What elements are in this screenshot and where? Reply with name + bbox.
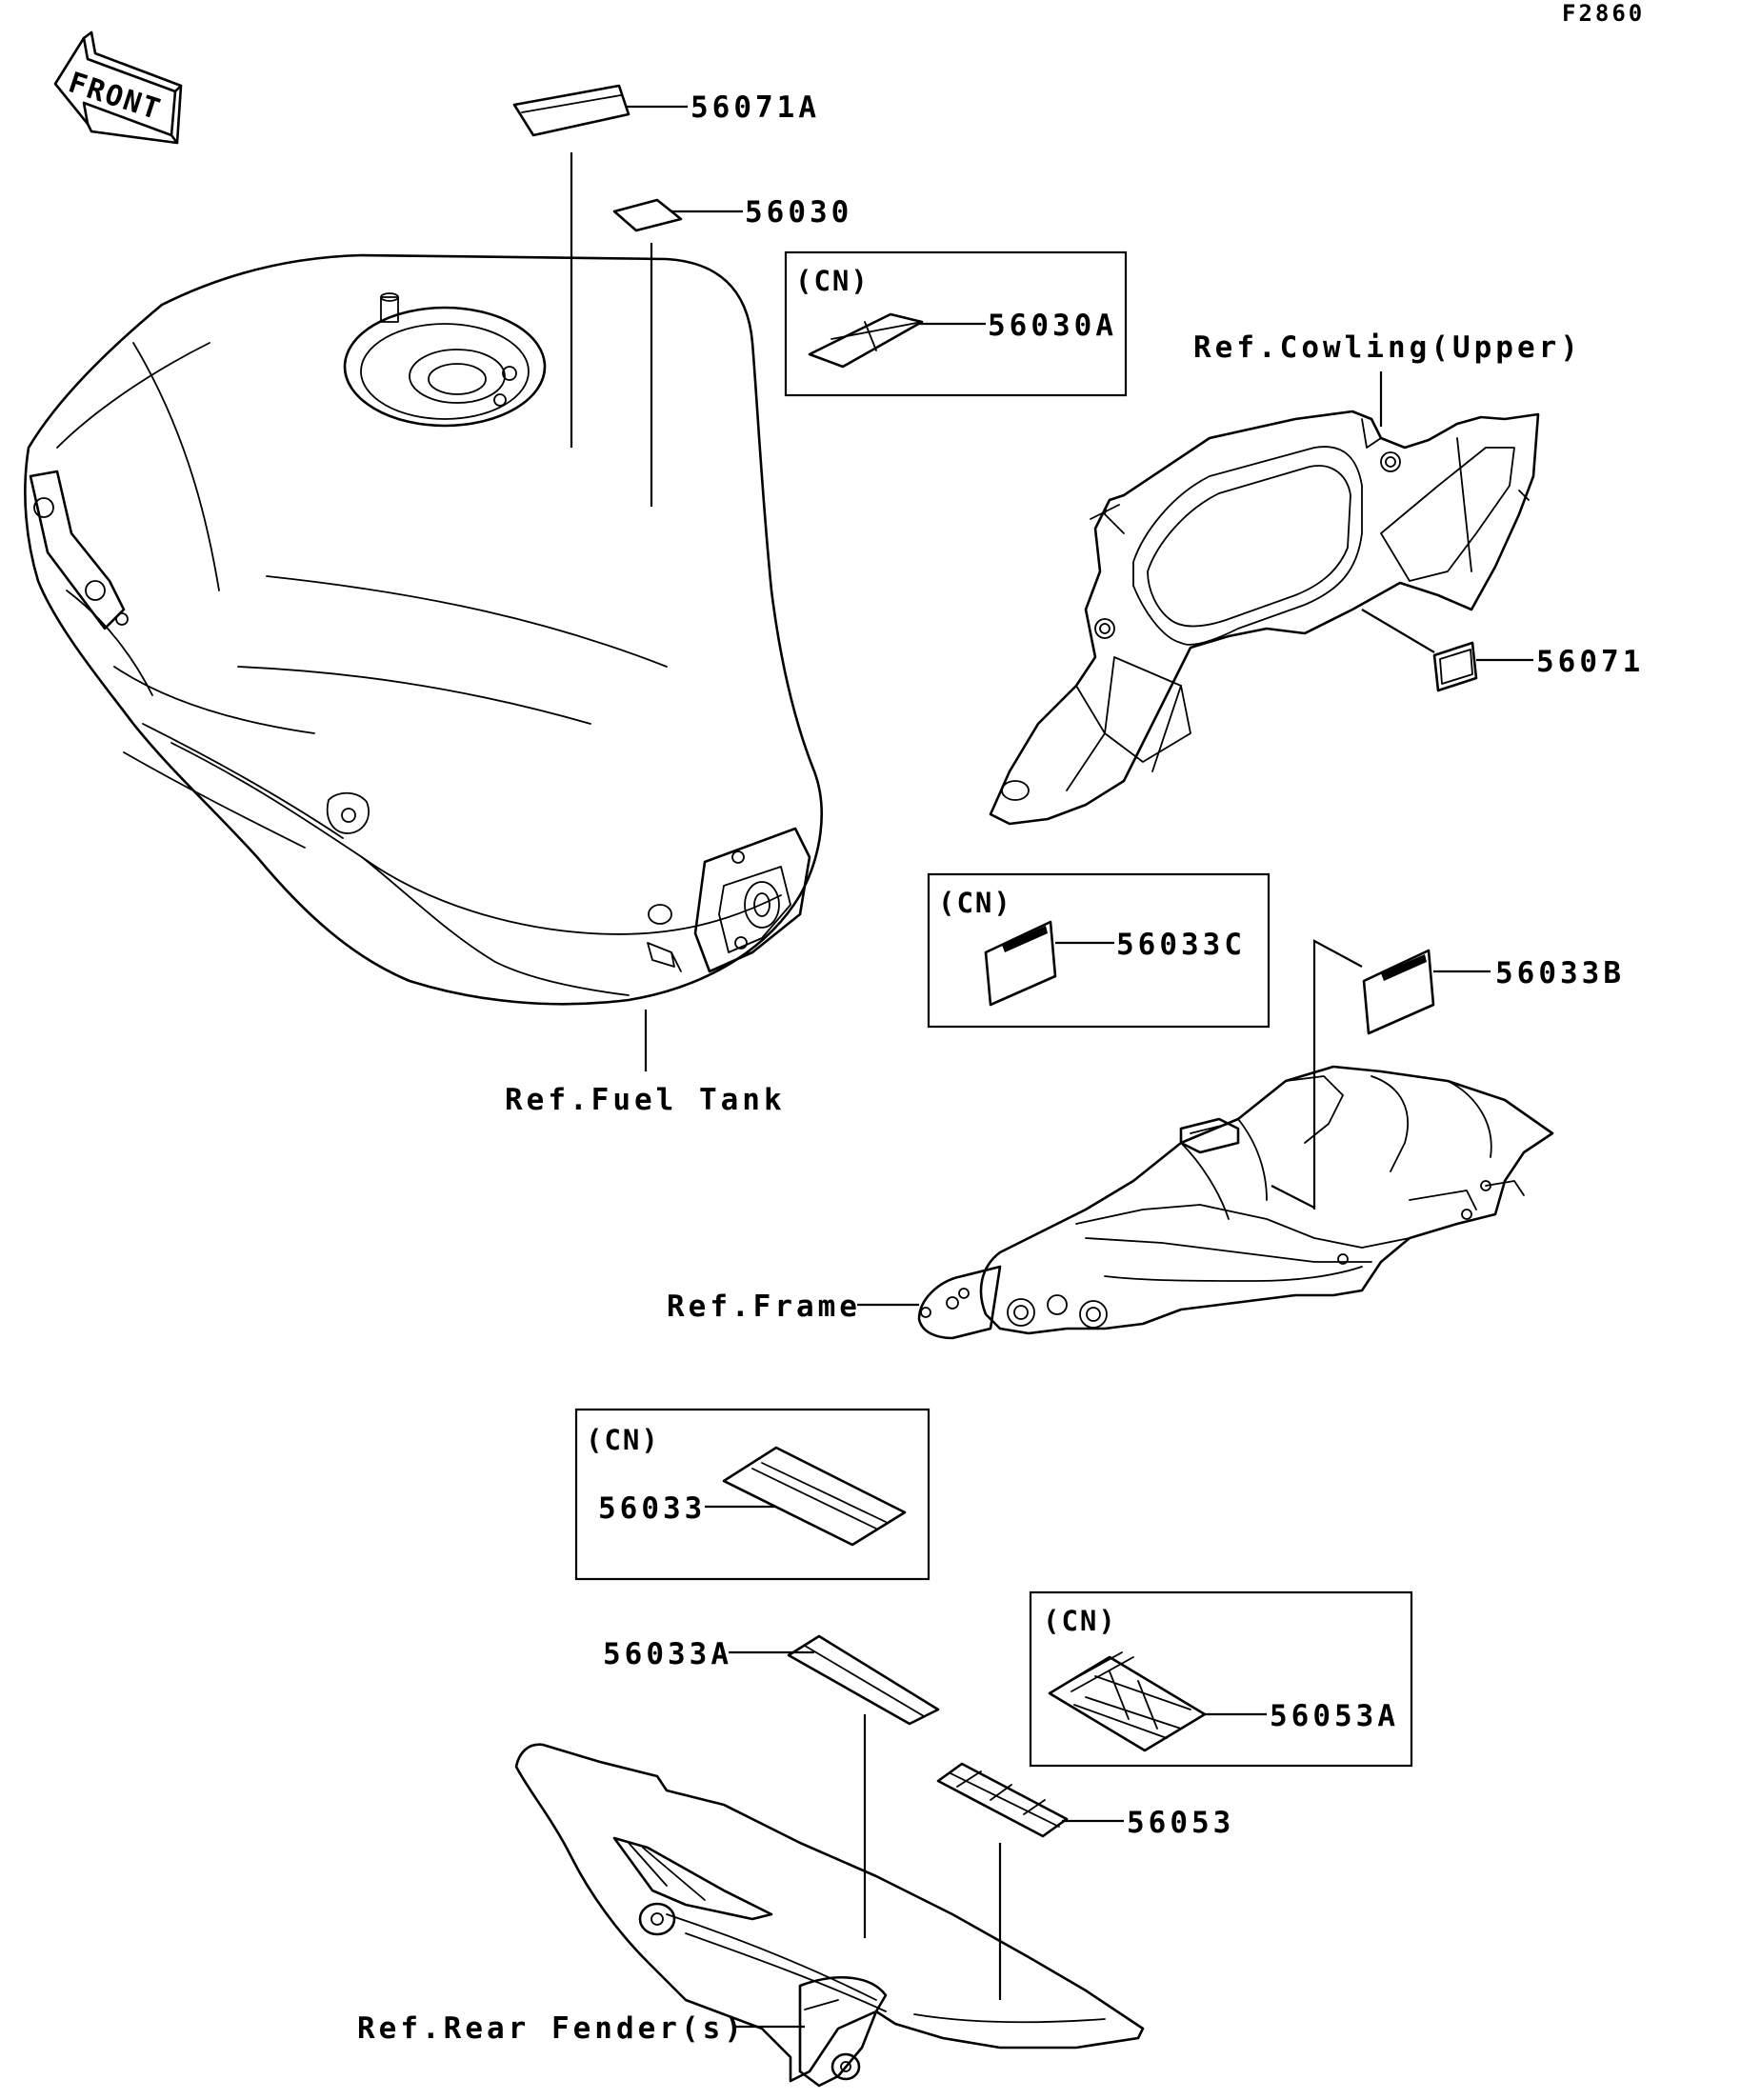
part-56053A-cn-box: (CN) 56053A bbox=[1029, 1590, 1413, 1768]
cn-tag: (CN) bbox=[1043, 1605, 1117, 1637]
ref-fuel-tank: Ref.Fuel Tank bbox=[505, 1083, 786, 1117]
cowling-upper-drawing bbox=[989, 410, 1540, 826]
part-number-56033: 56033 bbox=[598, 1491, 706, 1526]
ref-cowling-upper: Ref.Cowling(Upper) bbox=[1193, 330, 1582, 365]
frame-reference: Ref.Frame bbox=[667, 1290, 919, 1324]
part-number-56033B: 56033B bbox=[1495, 956, 1625, 990]
part-number-56053A: 56053A bbox=[1270, 1699, 1399, 1733]
rear-fender-reference: Ref.Rear Fender(s) bbox=[357, 2011, 805, 2046]
frame-drawing bbox=[917, 1065, 1554, 1340]
rear-fender-drawing bbox=[514, 1743, 1145, 2088]
cowling-reference: Ref.Cowling(Upper) bbox=[1193, 330, 1582, 427]
front-direction-arrow-icon: FRONT bbox=[53, 30, 183, 145]
part-number-56033A: 56033A bbox=[603, 1637, 732, 1671]
cn-tag: (CN) bbox=[795, 265, 870, 297]
part-56053: 56053 bbox=[936, 1762, 1234, 2000]
part-number-56030A: 56030A bbox=[988, 309, 1117, 343]
part-number-56030: 56030 bbox=[745, 195, 852, 230]
ref-rear-fender: Ref.Rear Fender(s) bbox=[357, 2011, 746, 2046]
figure-code: F2860 bbox=[1562, 0, 1645, 27]
part-56030: 56030 bbox=[612, 195, 852, 507]
fuel-tank-drawing bbox=[24, 253, 823, 1006]
part-number-56053: 56053 bbox=[1127, 1806, 1234, 1840]
part-number-56033C: 56033C bbox=[1116, 928, 1246, 962]
part-56033C-cn-box: (CN) 56033C bbox=[927, 872, 1271, 1029]
part-number-56071: 56071 bbox=[1536, 645, 1644, 679]
part-56071: 56071 bbox=[1361, 609, 1644, 692]
ref-frame: Ref.Frame bbox=[667, 1290, 861, 1324]
part-number-56071A: 56071A bbox=[690, 90, 820, 125]
part-56071A: 56071A bbox=[512, 84, 820, 448]
part-56033-cn-box: (CN) 56033 bbox=[574, 1408, 931, 1581]
cn-tag: (CN) bbox=[938, 887, 1012, 919]
cn-tag: (CN) bbox=[586, 1424, 660, 1456]
part-56033B: 56033B bbox=[1312, 939, 1625, 1210]
part-56030A-cn-box: (CN) 56030A bbox=[784, 250, 1128, 397]
part-56033A: 56033A bbox=[603, 1634, 940, 1938]
fuel-tank-reference: Ref.Fuel Tank bbox=[505, 1010, 786, 1117]
